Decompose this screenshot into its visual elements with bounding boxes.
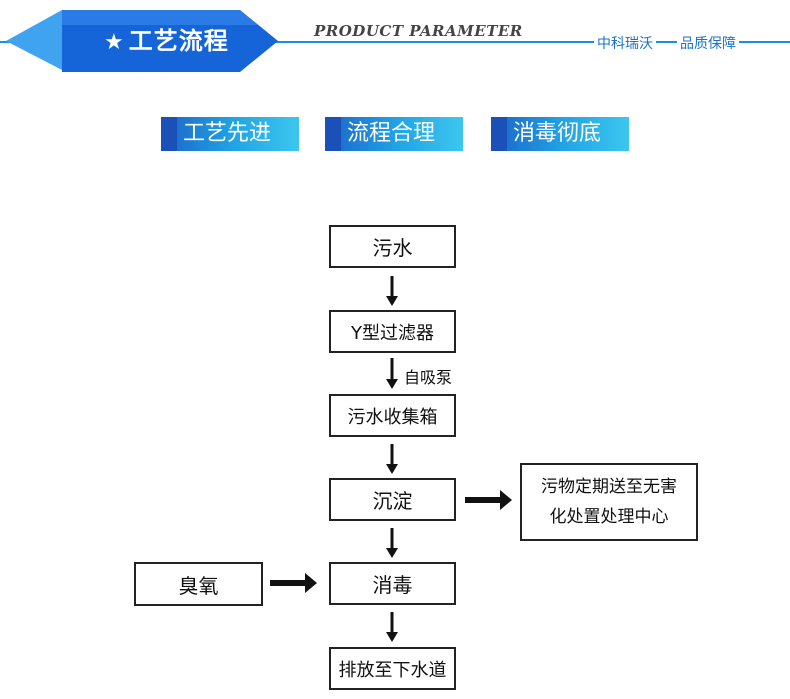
node-ozone: 臭氧 bbox=[134, 562, 263, 606]
node-collection-tank: 污水收集箱 bbox=[329, 394, 456, 437]
node-y-filter: Y型过滤器 bbox=[329, 310, 456, 353]
node-discharge: 排放至下水道 bbox=[329, 647, 456, 690]
badge-accent-bar bbox=[325, 117, 341, 151]
node-sludge-disposal: 污物定期送至无害 化处置处理中心 bbox=[520, 463, 698, 541]
section-banner: ★工艺流程 bbox=[6, 10, 278, 72]
page-title-text: 工艺流程 bbox=[128, 27, 229, 55]
arrow-sediment-to-sludge bbox=[465, 497, 501, 503]
star-icon: ★ bbox=[104, 30, 125, 55]
banner-shape bbox=[6, 10, 278, 72]
node-disinfection: 消毒 bbox=[329, 562, 456, 605]
node-sedimentation: 沉淀 bbox=[329, 478, 456, 521]
badge-label: 流程合理 bbox=[347, 121, 436, 146]
quality-tag: 品质保障 bbox=[677, 33, 739, 53]
subtitle-english: PRODUCT PARAMETER bbox=[314, 22, 523, 40]
badge-accent-bar bbox=[491, 117, 507, 151]
company-tag: 中科瑞沃 bbox=[594, 33, 656, 53]
badge-advanced-process: 工艺先进 bbox=[161, 117, 299, 151]
badge-label: 消毒彻底 bbox=[513, 121, 602, 146]
badge-accent-bar bbox=[161, 117, 177, 151]
header-line-right bbox=[270, 41, 790, 43]
badge-thorough-disinfection: 消毒彻底 bbox=[491, 117, 629, 151]
node-sewage: 污水 bbox=[329, 225, 456, 268]
page-title: ★工艺流程 bbox=[104, 25, 229, 57]
sludge-line-1: 污物定期送至无害 bbox=[541, 477, 677, 497]
arrow-ozone-to-disinfect bbox=[270, 580, 306, 586]
pump-label: 自吸泵 bbox=[404, 368, 453, 387]
sludge-line-2: 化处置处理中心 bbox=[549, 507, 669, 527]
badge-label: 工艺先进 bbox=[183, 121, 272, 146]
badge-reasonable-flow: 流程合理 bbox=[325, 117, 463, 151]
